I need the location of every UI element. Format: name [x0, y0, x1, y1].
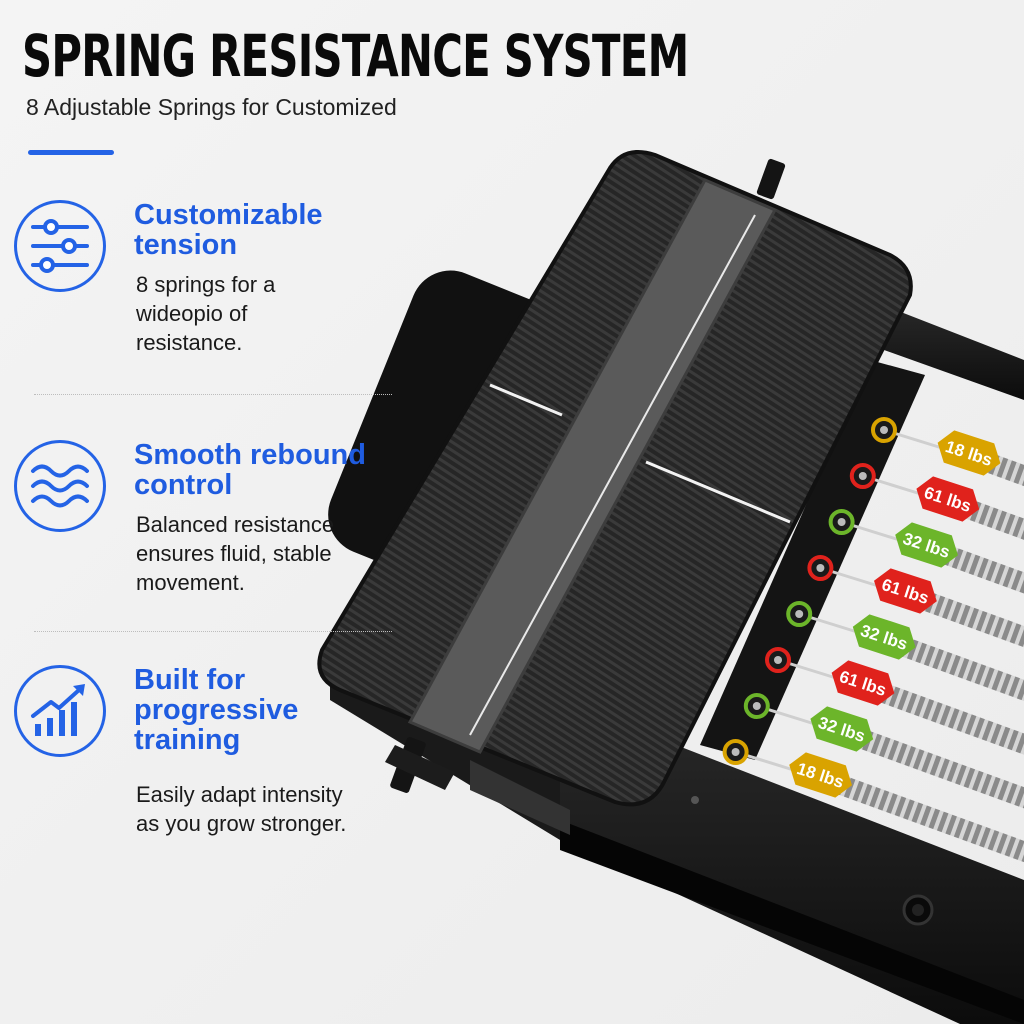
feature-heading: Built for progressive training [134, 664, 299, 756]
spring-1: 18 lbs [871, 417, 1024, 547]
spring-7: 32 lbs [743, 693, 1024, 823]
weight-badge [810, 706, 874, 752]
weight-badge [852, 614, 916, 660]
feature-body: Balanced resistance ensures fluid, stabl… [136, 512, 335, 595]
feature-heading: Smooth rebound control [134, 439, 366, 501]
weight-badge [874, 568, 937, 614]
feature-progressive-training: Built for progressive training Easily ad… [14, 665, 414, 845]
waves-icon [14, 440, 106, 532]
weight-badge [916, 476, 980, 522]
section-divider [34, 631, 392, 632]
spring-3: 32 lbs [828, 509, 1024, 639]
spring-coil [846, 672, 1024, 777]
page-subtitle: 8 Adjustable Springs for Customized [26, 94, 397, 120]
feature-body: Easily adapt intensity as you grow stron… [136, 782, 347, 836]
spring-8: 18 lbs [722, 739, 1024, 869]
spring-coil [868, 626, 1024, 731]
weight-badge [789, 752, 852, 798]
page-title: SPRING RESISTANCE SYSTEM [22, 22, 689, 90]
frame-lower-rail [560, 700, 1024, 1024]
feature-customizable-tension: Customizable tension 8 springs for a wid… [14, 200, 414, 370]
frame-upper-rail [870, 300, 1024, 400]
spring-coil [804, 764, 1024, 869]
sliders-icon [14, 200, 106, 292]
weight-badge [937, 430, 1001, 476]
weight-badge [895, 522, 958, 568]
spring-2: 61 lbs [849, 463, 1024, 593]
accent-underline [28, 150, 114, 155]
spring-coil [825, 718, 1024, 823]
feature-heading: Customizable tension [134, 199, 323, 261]
feature-smooth-rebound: Smooth rebound control Balanced resistan… [14, 440, 414, 610]
spring-6: 61 lbs [765, 647, 1024, 777]
strap-clip-top [756, 158, 786, 200]
spring-coil [952, 442, 1024, 547]
spring-coil [889, 580, 1024, 685]
feature-body: 8 springs for a wideopio of resistance. [136, 272, 276, 355]
spring-coil [931, 488, 1024, 593]
carriage-strap [410, 180, 775, 752]
spring-coil [910, 534, 1024, 639]
weight-badge [831, 660, 895, 706]
growth-chart-icon [14, 665, 106, 757]
spring-5: 32 lbs [786, 601, 1024, 731]
spring-4: 61 lbs [807, 555, 1024, 685]
section-divider [34, 394, 392, 395]
